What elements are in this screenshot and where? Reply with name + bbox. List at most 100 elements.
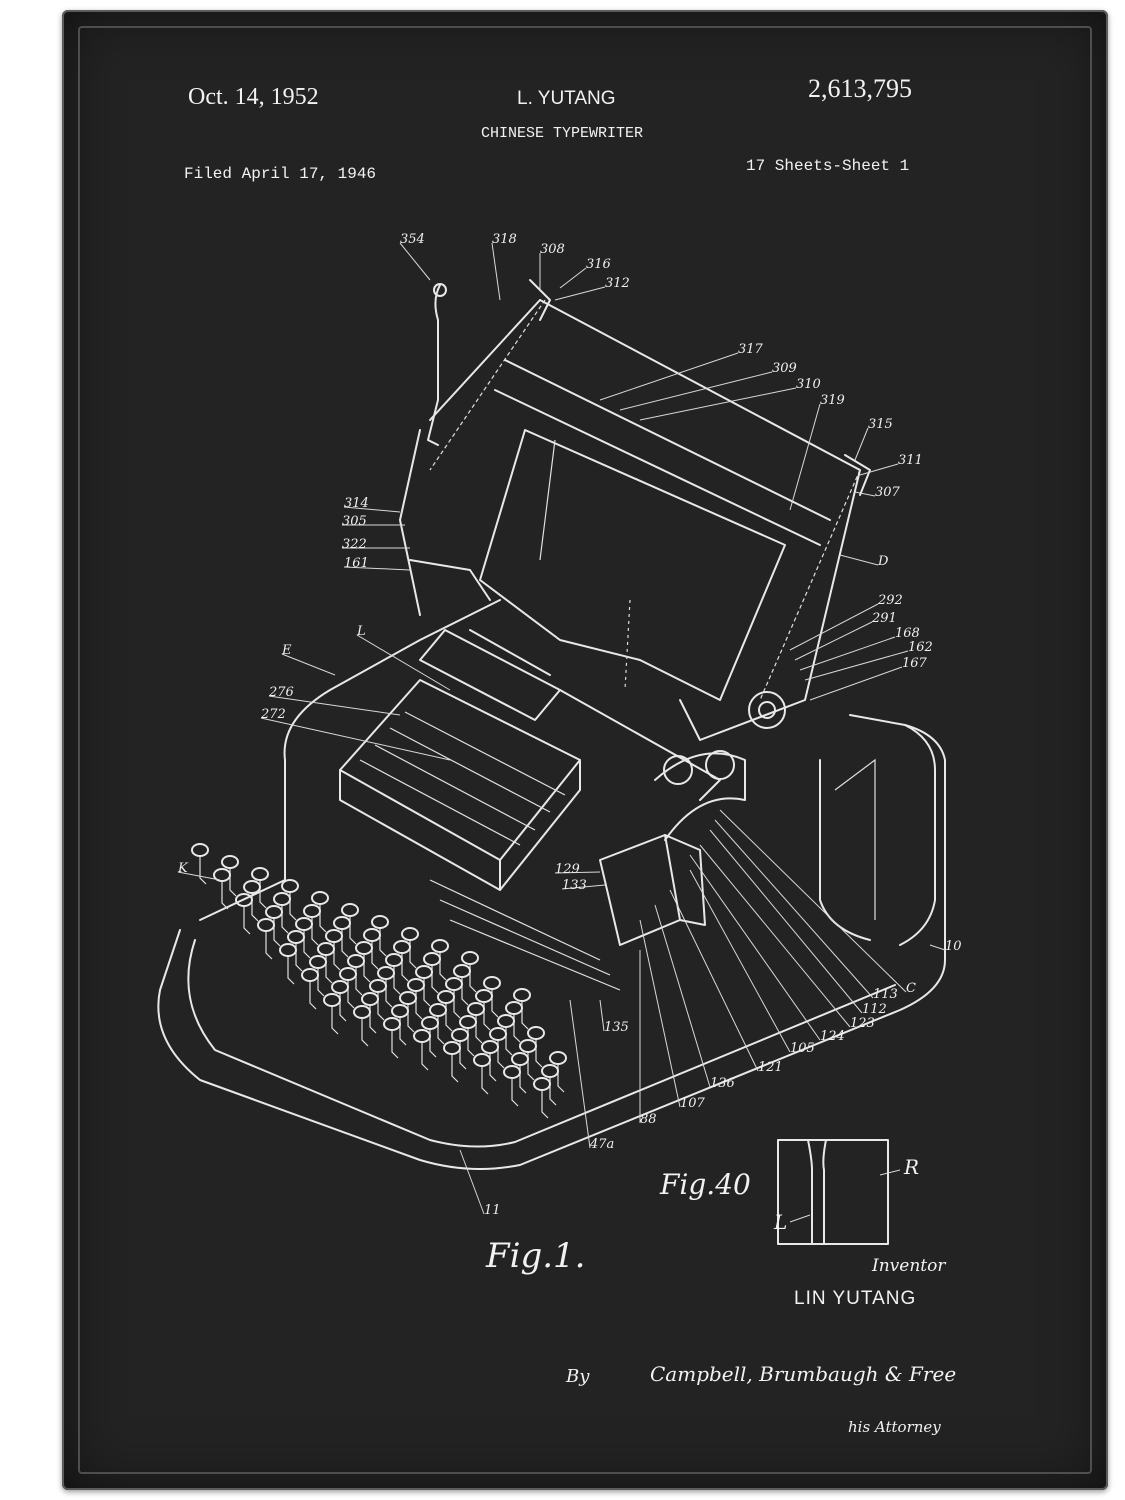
key-cap [453, 964, 471, 978]
key-cap [353, 1005, 371, 1019]
reference-numeral: 11 [484, 1203, 501, 1218]
key-cap [511, 1052, 529, 1066]
reference-numeral: 129 [555, 862, 580, 877]
key-stem [461, 977, 469, 1006]
key-cap [527, 1026, 545, 1040]
key-stem [439, 952, 447, 981]
key-stem [251, 893, 259, 922]
reference-leader-line [714, 819, 874, 999]
key-cap [415, 965, 433, 979]
key-cap [533, 1077, 551, 1091]
key-stem [475, 1015, 483, 1044]
key-cap [251, 867, 269, 881]
key-cap [407, 978, 425, 992]
key-stem [415, 991, 423, 1020]
reference-numeral: 107 [680, 1096, 706, 1111]
key-cap [445, 977, 463, 991]
key-stem [519, 1065, 527, 1094]
key-cap [481, 1040, 499, 1054]
reference-leader-line [809, 666, 903, 701]
key-cap [423, 952, 441, 966]
key-stem [469, 964, 477, 993]
reference-numeral: 317 [738, 342, 764, 357]
reference-leader-line [669, 889, 759, 1072]
key-cap [325, 929, 343, 943]
key-cap [549, 1051, 567, 1065]
reference-leader-line [839, 554, 879, 566]
reference-leader-line [260, 717, 451, 761]
reference-leader-line [789, 603, 879, 651]
reference-leader-line [854, 427, 869, 461]
reference-leader-line [399, 242, 431, 281]
reference-numeral: 124 [820, 1029, 845, 1044]
key-stem [431, 965, 439, 994]
reference-leader-line [804, 650, 909, 681]
key-stem [319, 904, 327, 933]
reference-leader-line [719, 809, 907, 993]
key-cap [483, 976, 501, 990]
reference-leader-line [569, 999, 591, 1149]
reference-leader-line [177, 871, 221, 881]
key-stem [349, 916, 357, 945]
key-cap [421, 1016, 439, 1030]
key-cap [243, 880, 261, 894]
key-cap [519, 1039, 537, 1053]
key-cap [429, 1003, 447, 1017]
patent-date: Oct. 14, 1952 [188, 84, 319, 110]
reference-numeral: 161 [344, 556, 369, 571]
key-stem [259, 880, 267, 909]
key-stem [467, 1028, 475, 1057]
key-stem [549, 1077, 557, 1106]
key-cap [393, 940, 411, 954]
key-cap [503, 1065, 521, 1079]
key-cap [287, 930, 305, 944]
key-stem [423, 978, 431, 1007]
key-cap [309, 955, 327, 969]
reference-numeral: 322 [342, 537, 367, 552]
key-cap [437, 990, 455, 1004]
reference-leader-line [561, 884, 606, 890]
reference-numeral: 309 [772, 361, 797, 376]
reference-numeral: 167 [902, 656, 928, 671]
reference-numeral: 308 [540, 242, 565, 257]
reference-numeral: 311 [898, 453, 923, 468]
reference-leader-line [689, 854, 821, 1041]
reference-numeral: 105 [790, 1041, 815, 1056]
key-stem [281, 905, 289, 934]
reference-numeral: 123 [850, 1016, 875, 1031]
key-stem [339, 993, 347, 1022]
reference-leader-line [639, 919, 681, 1108]
key-stem [481, 1066, 489, 1095]
key-stem [489, 1053, 497, 1082]
key-cap [257, 918, 275, 932]
key-stem [541, 1090, 549, 1119]
key-cap [341, 903, 359, 917]
key-stem [221, 881, 229, 910]
attorney-caption: his Attorney [848, 1418, 941, 1436]
key-cap [311, 891, 329, 905]
key-cap [431, 939, 449, 953]
key-stem [243, 906, 251, 935]
key-stem [453, 990, 461, 1019]
reference-numeral: 292 [877, 593, 903, 608]
key-stem [497, 1040, 505, 1069]
reference-numeral: 47a [589, 1137, 614, 1152]
reference-numeral: 272 [260, 707, 286, 722]
key-stem [459, 1041, 467, 1070]
reference-numeral: E [281, 643, 292, 658]
reference-leader-line [554, 871, 601, 874]
key-stem [399, 1017, 407, 1046]
key-stem [491, 989, 499, 1018]
keyboard-keys [191, 843, 567, 1119]
key-cap [489, 1027, 507, 1041]
key-cap [473, 1053, 491, 1067]
key-stem [331, 1006, 339, 1035]
reference-numeral: 312 [605, 276, 630, 291]
reference-numeral: C [906, 981, 916, 996]
reference-leader-line [794, 621, 873, 661]
reference-numeral: 88 [640, 1112, 657, 1127]
key-cap [459, 1015, 477, 1029]
reference-leader-line [654, 904, 711, 1088]
reference-numeral: 305 [342, 514, 367, 529]
